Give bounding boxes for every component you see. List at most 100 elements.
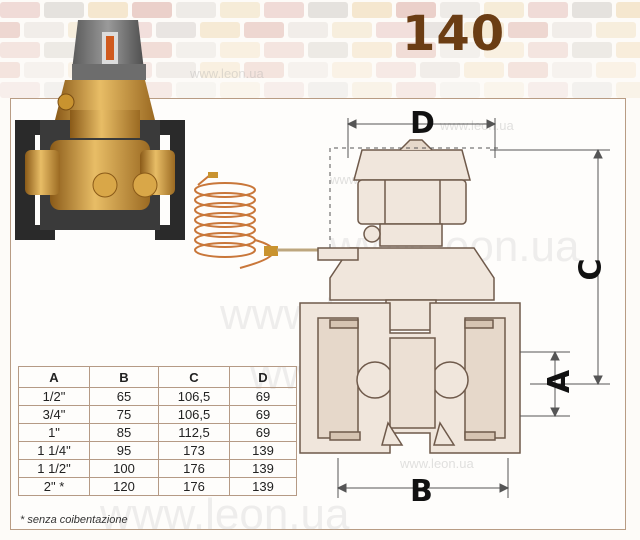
table-cell: 120 xyxy=(89,477,159,496)
table-cell: 85 xyxy=(89,423,159,442)
background-tile xyxy=(396,82,436,98)
watermark: www.leon.ua xyxy=(400,456,474,471)
table-cell: 1 1/2" xyxy=(18,459,90,478)
background-tile xyxy=(200,62,240,78)
background-tile xyxy=(200,22,240,38)
table-row: 3/4" 75 106,5 69 xyxy=(18,405,297,424)
column-header: B xyxy=(89,366,159,388)
background-tile xyxy=(0,62,20,78)
background-tile xyxy=(220,82,260,98)
background-tile xyxy=(528,2,568,18)
table-row: 2" * 120 176 139 xyxy=(18,477,297,496)
table-row: 1 1/4" 95 173 139 xyxy=(18,441,297,460)
background-tile xyxy=(484,82,524,98)
table-cell: 139 xyxy=(229,459,297,478)
background-tile xyxy=(396,42,436,58)
background-tile xyxy=(0,22,20,38)
background-tile xyxy=(156,22,196,38)
background-tile xyxy=(288,22,328,38)
table-cell: 3/4" xyxy=(18,405,90,424)
footnote: * senza coibentazione xyxy=(20,514,128,526)
dimension-label-c: C xyxy=(573,258,609,281)
table-cell: 69 xyxy=(229,387,297,406)
background-tile xyxy=(464,22,504,38)
table-cell: 173 xyxy=(158,441,230,460)
valve-photo xyxy=(15,20,185,240)
background-tile xyxy=(332,22,372,38)
table-row: 1" 85 112,5 69 xyxy=(18,423,297,442)
dimension-label-b: B xyxy=(410,474,433,509)
background-tile xyxy=(0,82,40,98)
table-cell: 75 xyxy=(89,405,159,424)
background-tile xyxy=(176,82,216,98)
background-tile xyxy=(88,2,128,18)
background-tile xyxy=(24,62,64,78)
background-tile xyxy=(464,62,504,78)
background-tile xyxy=(396,2,436,18)
product-code: 140 xyxy=(402,6,506,62)
background-tile xyxy=(352,2,392,18)
table-cell: 106,5 xyxy=(158,387,230,406)
background-tile xyxy=(244,22,284,38)
background-tile xyxy=(132,2,172,18)
background-tile xyxy=(176,42,216,58)
background-tile xyxy=(332,62,372,78)
background-tile xyxy=(264,42,304,58)
watermark: www.leon.ua xyxy=(190,66,264,81)
capillary-tube-coil xyxy=(194,172,360,269)
table-header-row: A B C D xyxy=(18,366,297,388)
table-cell: 106,5 xyxy=(158,405,230,424)
background-tile xyxy=(440,2,480,18)
table-cell: 95 xyxy=(89,441,159,460)
background-tile xyxy=(484,42,524,58)
background-tile xyxy=(308,2,348,18)
column-header: A xyxy=(18,366,90,388)
background-tile xyxy=(376,62,416,78)
dimension-label-a: A xyxy=(542,369,578,394)
background-tile xyxy=(0,42,40,58)
background-tile xyxy=(352,42,392,58)
table-cell: 1/2" xyxy=(18,387,90,406)
background-tile xyxy=(0,2,40,18)
table-cell: 1 1/4" xyxy=(18,441,90,460)
column-header: D xyxy=(229,366,297,388)
table-row: 1/2" 65 106,5 69 xyxy=(18,387,297,406)
background-tile xyxy=(616,42,640,58)
background-tile xyxy=(616,2,640,18)
background-tile xyxy=(352,82,392,98)
background-tile xyxy=(420,62,460,78)
table-cell: 69 xyxy=(229,423,297,442)
background-tile xyxy=(528,82,568,98)
background-tile xyxy=(288,62,328,78)
background-tile xyxy=(508,22,548,38)
table-cell: 176 xyxy=(158,459,230,478)
background-tile xyxy=(572,82,612,98)
background-tile xyxy=(616,82,640,98)
table-cell: 139 xyxy=(229,441,297,460)
background-tile xyxy=(572,2,612,18)
table-cell: 139 xyxy=(229,477,297,496)
table-cell: 112,5 xyxy=(158,423,230,442)
background-tile xyxy=(596,62,636,78)
table-cell: 2" * xyxy=(18,477,90,496)
background-tile xyxy=(308,42,348,58)
background-tile xyxy=(508,62,548,78)
table-cell: 69 xyxy=(229,405,297,424)
table-cell: 1" xyxy=(18,423,90,442)
background-tile xyxy=(596,22,636,38)
column-header: C xyxy=(158,366,230,388)
background-tile xyxy=(244,62,284,78)
background-tile xyxy=(264,82,304,98)
background-tile xyxy=(308,82,348,98)
dimension-table: A B C D 1/2" 65 106,5 69 3/4" 75 106,5 6… xyxy=(18,366,297,496)
table-cell: 100 xyxy=(89,459,159,478)
table-row: 1 1/2" 100 176 139 xyxy=(18,459,297,478)
watermark: www.leon.ua xyxy=(100,490,350,539)
background-tile xyxy=(440,42,480,58)
background-tile xyxy=(24,22,64,38)
background-tile xyxy=(552,22,592,38)
background-tile xyxy=(552,62,592,78)
background-tile xyxy=(528,42,568,58)
background-tile xyxy=(156,62,196,78)
technical-drawing xyxy=(299,118,610,498)
